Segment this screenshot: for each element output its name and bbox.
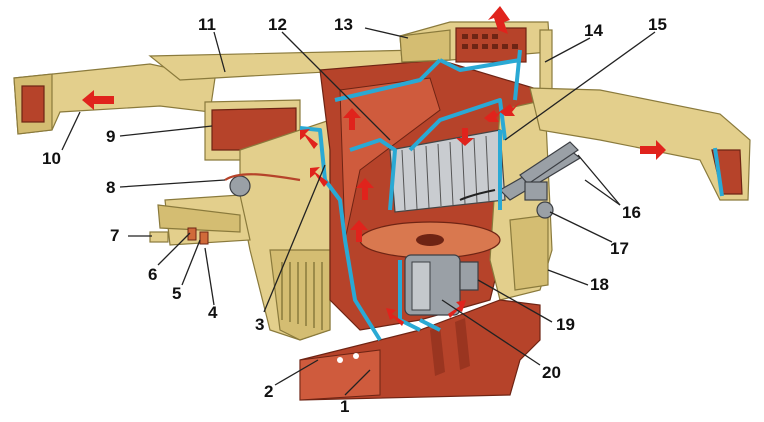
blower-motor xyxy=(404,254,479,316)
label-8: 8 xyxy=(106,178,115,197)
resistor-and-motor-assembly xyxy=(149,173,301,246)
label-7: 7 xyxy=(110,226,119,245)
label-6: 6 xyxy=(148,265,157,284)
label-3: 3 xyxy=(255,315,264,334)
leader-lines xyxy=(61,27,656,396)
label-17: 17 xyxy=(610,239,629,258)
top-air-inlet xyxy=(399,21,553,101)
label-10: 10 xyxy=(42,149,61,168)
label-4: 4 xyxy=(208,303,218,322)
label-1: 1 xyxy=(340,397,349,416)
label-9: 9 xyxy=(106,127,115,146)
label-2: 2 xyxy=(264,382,273,401)
part-number-labels: 1 2 3 4 5 6 7 8 9 10 11 12 13 14 15 16 1… xyxy=(42,15,667,416)
label-14: 14 xyxy=(584,21,603,40)
airflow-arrows xyxy=(82,6,666,326)
label-12: 12 xyxy=(268,15,287,34)
left-air-duct xyxy=(13,63,216,135)
blower-fan xyxy=(359,221,501,259)
label-15: 15 xyxy=(648,15,667,34)
label-18: 18 xyxy=(590,275,609,294)
label-13: 13 xyxy=(334,15,353,34)
label-20: 20 xyxy=(542,363,561,382)
label-5: 5 xyxy=(172,284,181,303)
label-19: 19 xyxy=(556,315,575,334)
right-air-duct xyxy=(529,87,751,201)
label-16: 16 xyxy=(622,203,641,222)
label-11: 11 xyxy=(198,15,216,34)
